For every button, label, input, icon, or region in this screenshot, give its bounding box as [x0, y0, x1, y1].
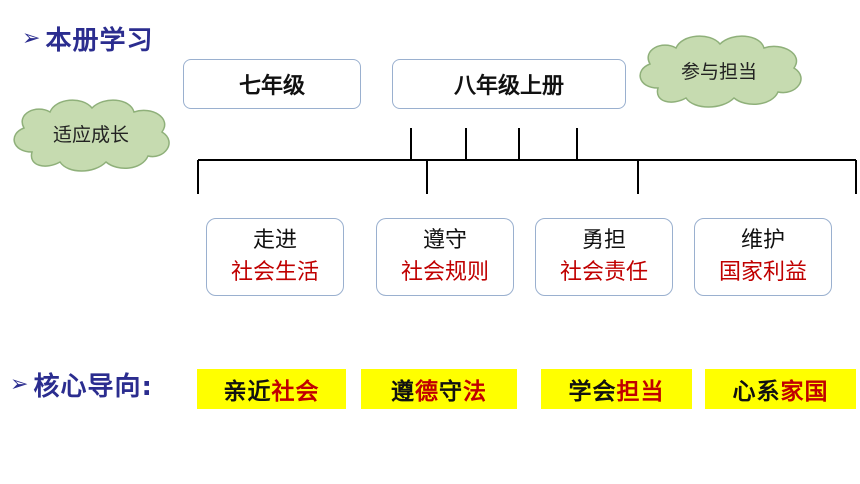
cloud-participate-responsibility: 参与担当 — [626, 28, 812, 112]
cloud-shape-icon — [13, 99, 170, 172]
unit-box-3: 勇担 社会责任 — [535, 218, 673, 296]
arrow-bullet-icon: ➢ — [10, 372, 30, 397]
cloud-adapt-growth: 适应成长 — [2, 90, 180, 176]
cloud-left-label: 适应成长 — [52, 123, 129, 146]
unit-topic: 社会生活 — [230, 260, 319, 285]
unit-topic: 社会责任 — [559, 260, 648, 285]
unit-verb: 维护 — [740, 228, 785, 253]
grade-8-first-box: 八年级上册 — [392, 59, 626, 109]
unit-box-1: 走进 社会生活 — [206, 218, 344, 296]
orientation-tag-2: 遵德守法 — [361, 369, 517, 409]
tag-text-black: 守 — [439, 379, 463, 405]
unit-box-2: 遵守 社会规则 — [376, 218, 514, 296]
orientation-tag-3: 学会担当 — [541, 369, 692, 409]
section-title-book-study: ➢ 本册学习 — [22, 20, 153, 57]
grade-7-box: 七年级 — [183, 59, 361, 109]
cloud-shape-icon — [639, 35, 802, 108]
orientation-tag-4: 心系家国 — [705, 369, 856, 409]
unit-topic: 国家利益 — [718, 260, 807, 285]
tag-text-red: 法 — [463, 379, 487, 405]
cloud-right-label: 参与担当 — [680, 60, 757, 83]
orientation-tag-1: 亲近社会 — [197, 369, 346, 409]
tag-text-red: 担当 — [616, 379, 665, 405]
arrow-bullet-icon: ➢ — [22, 26, 42, 51]
tag-text-black: 遵 — [391, 379, 415, 405]
unit-topic: 社会规则 — [400, 260, 489, 285]
unit-box-4: 维护 国家利益 — [694, 218, 832, 296]
tag-text-red: 社会 — [271, 379, 320, 405]
tag-text-black: 学会 — [568, 379, 617, 405]
section-title-text: 核心导向: — [33, 372, 153, 402]
tag-text-red: 家国 — [780, 379, 829, 405]
section-title-core-orientation: ➢ 核心导向: — [10, 366, 153, 403]
unit-verb: 走进 — [252, 228, 297, 253]
section-title-text: 本册学习 — [45, 26, 154, 56]
tag-text-black: 亲近 — [223, 379, 272, 405]
tag-text-black: 心系 — [732, 379, 781, 405]
unit-verb: 勇担 — [581, 228, 626, 253]
tag-text-red: 德 — [415, 379, 439, 405]
unit-verb: 遵守 — [422, 228, 467, 253]
